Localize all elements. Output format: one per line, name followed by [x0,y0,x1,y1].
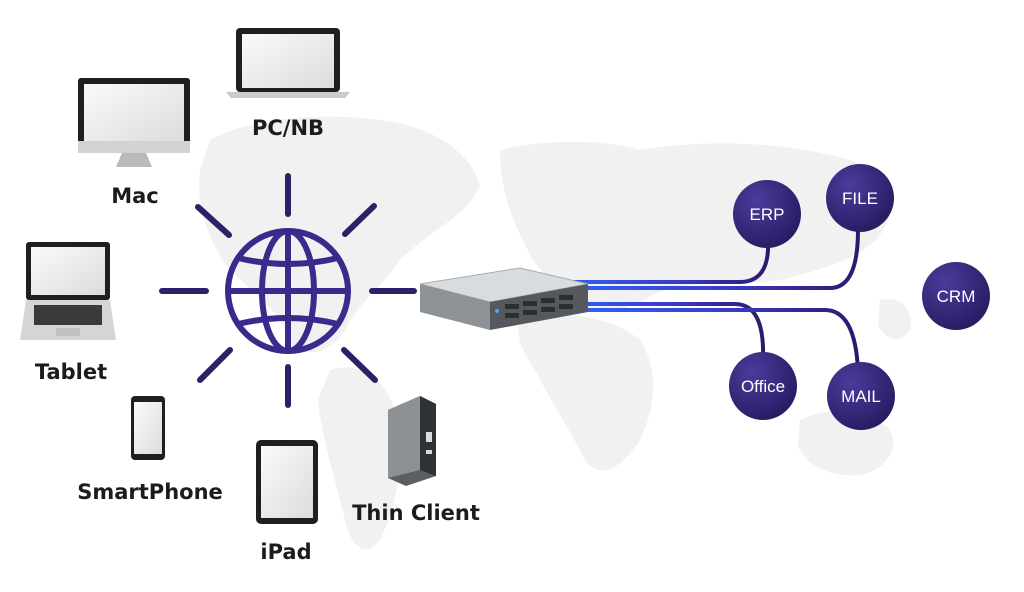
globe-icon [225,228,351,354]
server-icon [419,267,589,330]
service-connections [530,229,930,371]
service-office-label: Office [741,377,785,396]
connection-office [530,302,766,361]
phone-icon [131,396,165,460]
service-crm: CRM [922,262,990,330]
service-file-label: FILE [842,189,878,208]
service-office: Office [729,352,797,420]
label-smartphone: SmartPhone [77,480,223,504]
label-tablet: Tablet [34,360,108,384]
connection-erp [530,239,771,284]
service-erp-label: ERP [750,205,785,224]
laptop-icon [226,28,350,98]
thin-client-icon [388,396,436,486]
service-file: FILE [826,164,894,232]
service-crm-label: CRM [937,287,976,306]
connection-mail [530,308,860,371]
service-erp: ERP [733,180,801,248]
label-thin-client: Thin Client [352,501,480,525]
tablet-laptop-icon [20,242,116,340]
tablet-icon [256,440,318,524]
label-mac: Mac [111,184,159,208]
connection-file [530,229,860,290]
label-ipad: iPad [260,540,312,564]
service-mail: MAIL [827,362,895,430]
globe-rays [159,173,417,408]
monitor-icon [78,78,190,167]
service-mail-label: MAIL [841,387,881,406]
label-pc-nb: PC/NB [251,116,325,140]
